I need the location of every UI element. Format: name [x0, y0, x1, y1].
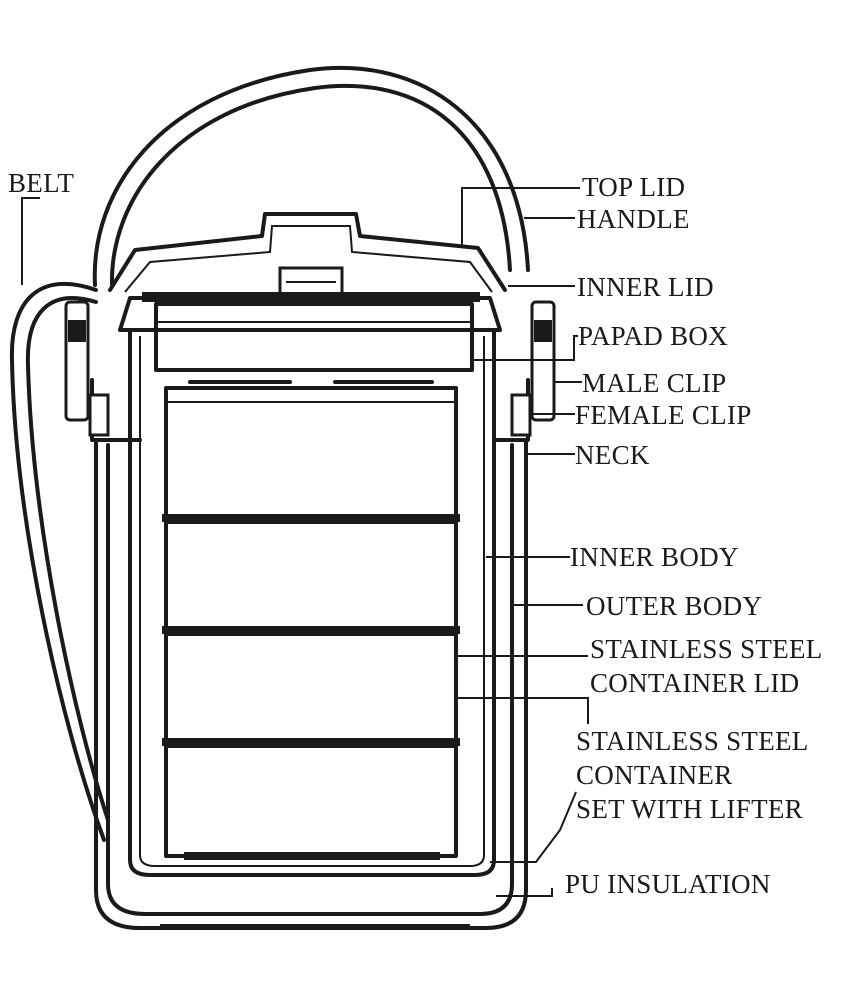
label-handle: HANDLE	[577, 204, 690, 234]
belt-drawing	[9, 281, 110, 842]
label-inner-body: INNER BODY	[570, 542, 739, 572]
label-outer-body: OUTER BODY	[586, 591, 762, 621]
label-belt: BELT	[8, 168, 74, 198]
label-papad-box: PAPAD BOX	[578, 321, 728, 351]
inner-body-drawing	[128, 328, 496, 877]
top-lid-drawing	[108, 212, 507, 304]
leader-lines	[21, 187, 589, 897]
label-pu-insulation: PU INSULATION	[565, 869, 771, 899]
containers-drawing	[162, 380, 460, 860]
label-neck: NECK	[575, 440, 650, 470]
papad-box-drawing	[154, 302, 474, 372]
label-female-clip: FEMALE CLIP	[575, 400, 752, 430]
label-ss-container-set-line3: SET WITH LIFTER	[576, 794, 803, 824]
label-male-clip: MALE CLIP	[582, 368, 726, 398]
label-ss-container-lid-line1: STAINLESS STEEL	[590, 634, 823, 664]
label-inner-lid: INNER LID	[577, 272, 714, 302]
inner-lid-drawing	[118, 292, 502, 332]
labels: BELT TOP LID HANDLE INNER LID PAPAD BOX …	[8, 168, 823, 899]
label-ss-container-set-line2: CONTAINER	[576, 760, 733, 790]
handle-drawing	[92, 65, 530, 287]
clips-drawing	[64, 300, 556, 437]
label-ss-container-lid-line2: CONTAINER LID	[590, 668, 799, 698]
label-top-lid: TOP LID	[582, 172, 685, 202]
label-ss-container-set-line1: STAINLESS STEEL	[576, 726, 809, 756]
